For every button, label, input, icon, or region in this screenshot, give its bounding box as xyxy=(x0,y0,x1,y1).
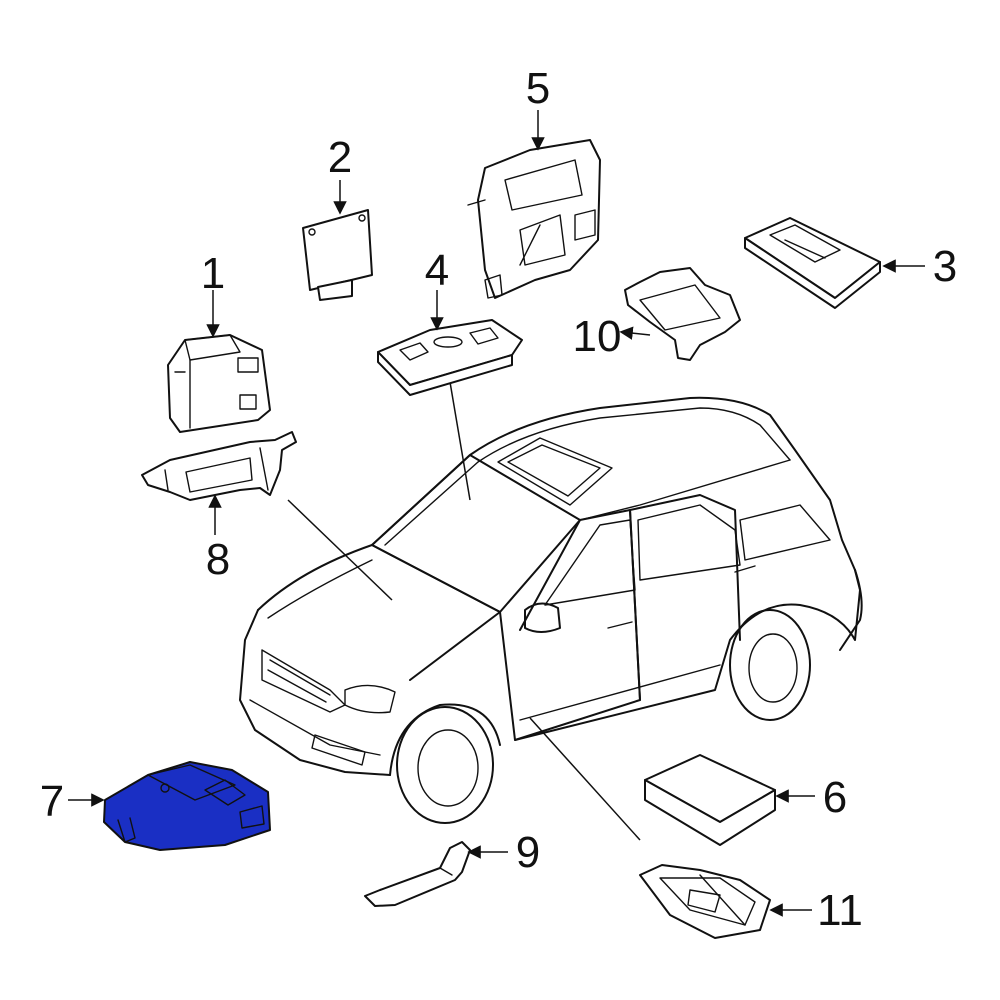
callout-10: 10 xyxy=(573,312,622,361)
part-10-bracket[interactable] xyxy=(624,267,741,361)
part-6-module[interactable] xyxy=(644,754,776,846)
part-7-highlighted-module[interactable] xyxy=(103,761,271,851)
callout-1: 1 xyxy=(201,249,225,298)
part-4-overhead-unit[interactable] xyxy=(377,319,523,396)
callout-9: 9 xyxy=(516,828,540,877)
callout-arrows xyxy=(68,110,925,917)
callout-4: 4 xyxy=(425,246,449,295)
part-3-module[interactable] xyxy=(744,217,881,309)
callout-6: 6 xyxy=(823,773,847,822)
part-5-door-module[interactable] xyxy=(467,139,601,299)
part-2-module[interactable] xyxy=(302,209,373,301)
part-8-bracket[interactable] xyxy=(141,431,297,501)
callout-labels: 1 2 3 4 5 6 7 8 9 10 11 xyxy=(40,64,957,935)
vehicle-outline xyxy=(239,396,863,824)
callout-3: 3 xyxy=(933,242,957,291)
part-1-control-module[interactable] xyxy=(167,334,271,433)
callout-7: 7 xyxy=(40,777,64,826)
callout-5: 5 xyxy=(526,64,550,113)
part-11-tray[interactable] xyxy=(639,864,771,939)
callout-2: 2 xyxy=(328,133,352,182)
leader-lines xyxy=(287,381,641,841)
callout-11: 11 xyxy=(817,886,863,935)
callout-8: 8 xyxy=(206,535,230,584)
part-9-bracket[interactable] xyxy=(364,841,471,907)
